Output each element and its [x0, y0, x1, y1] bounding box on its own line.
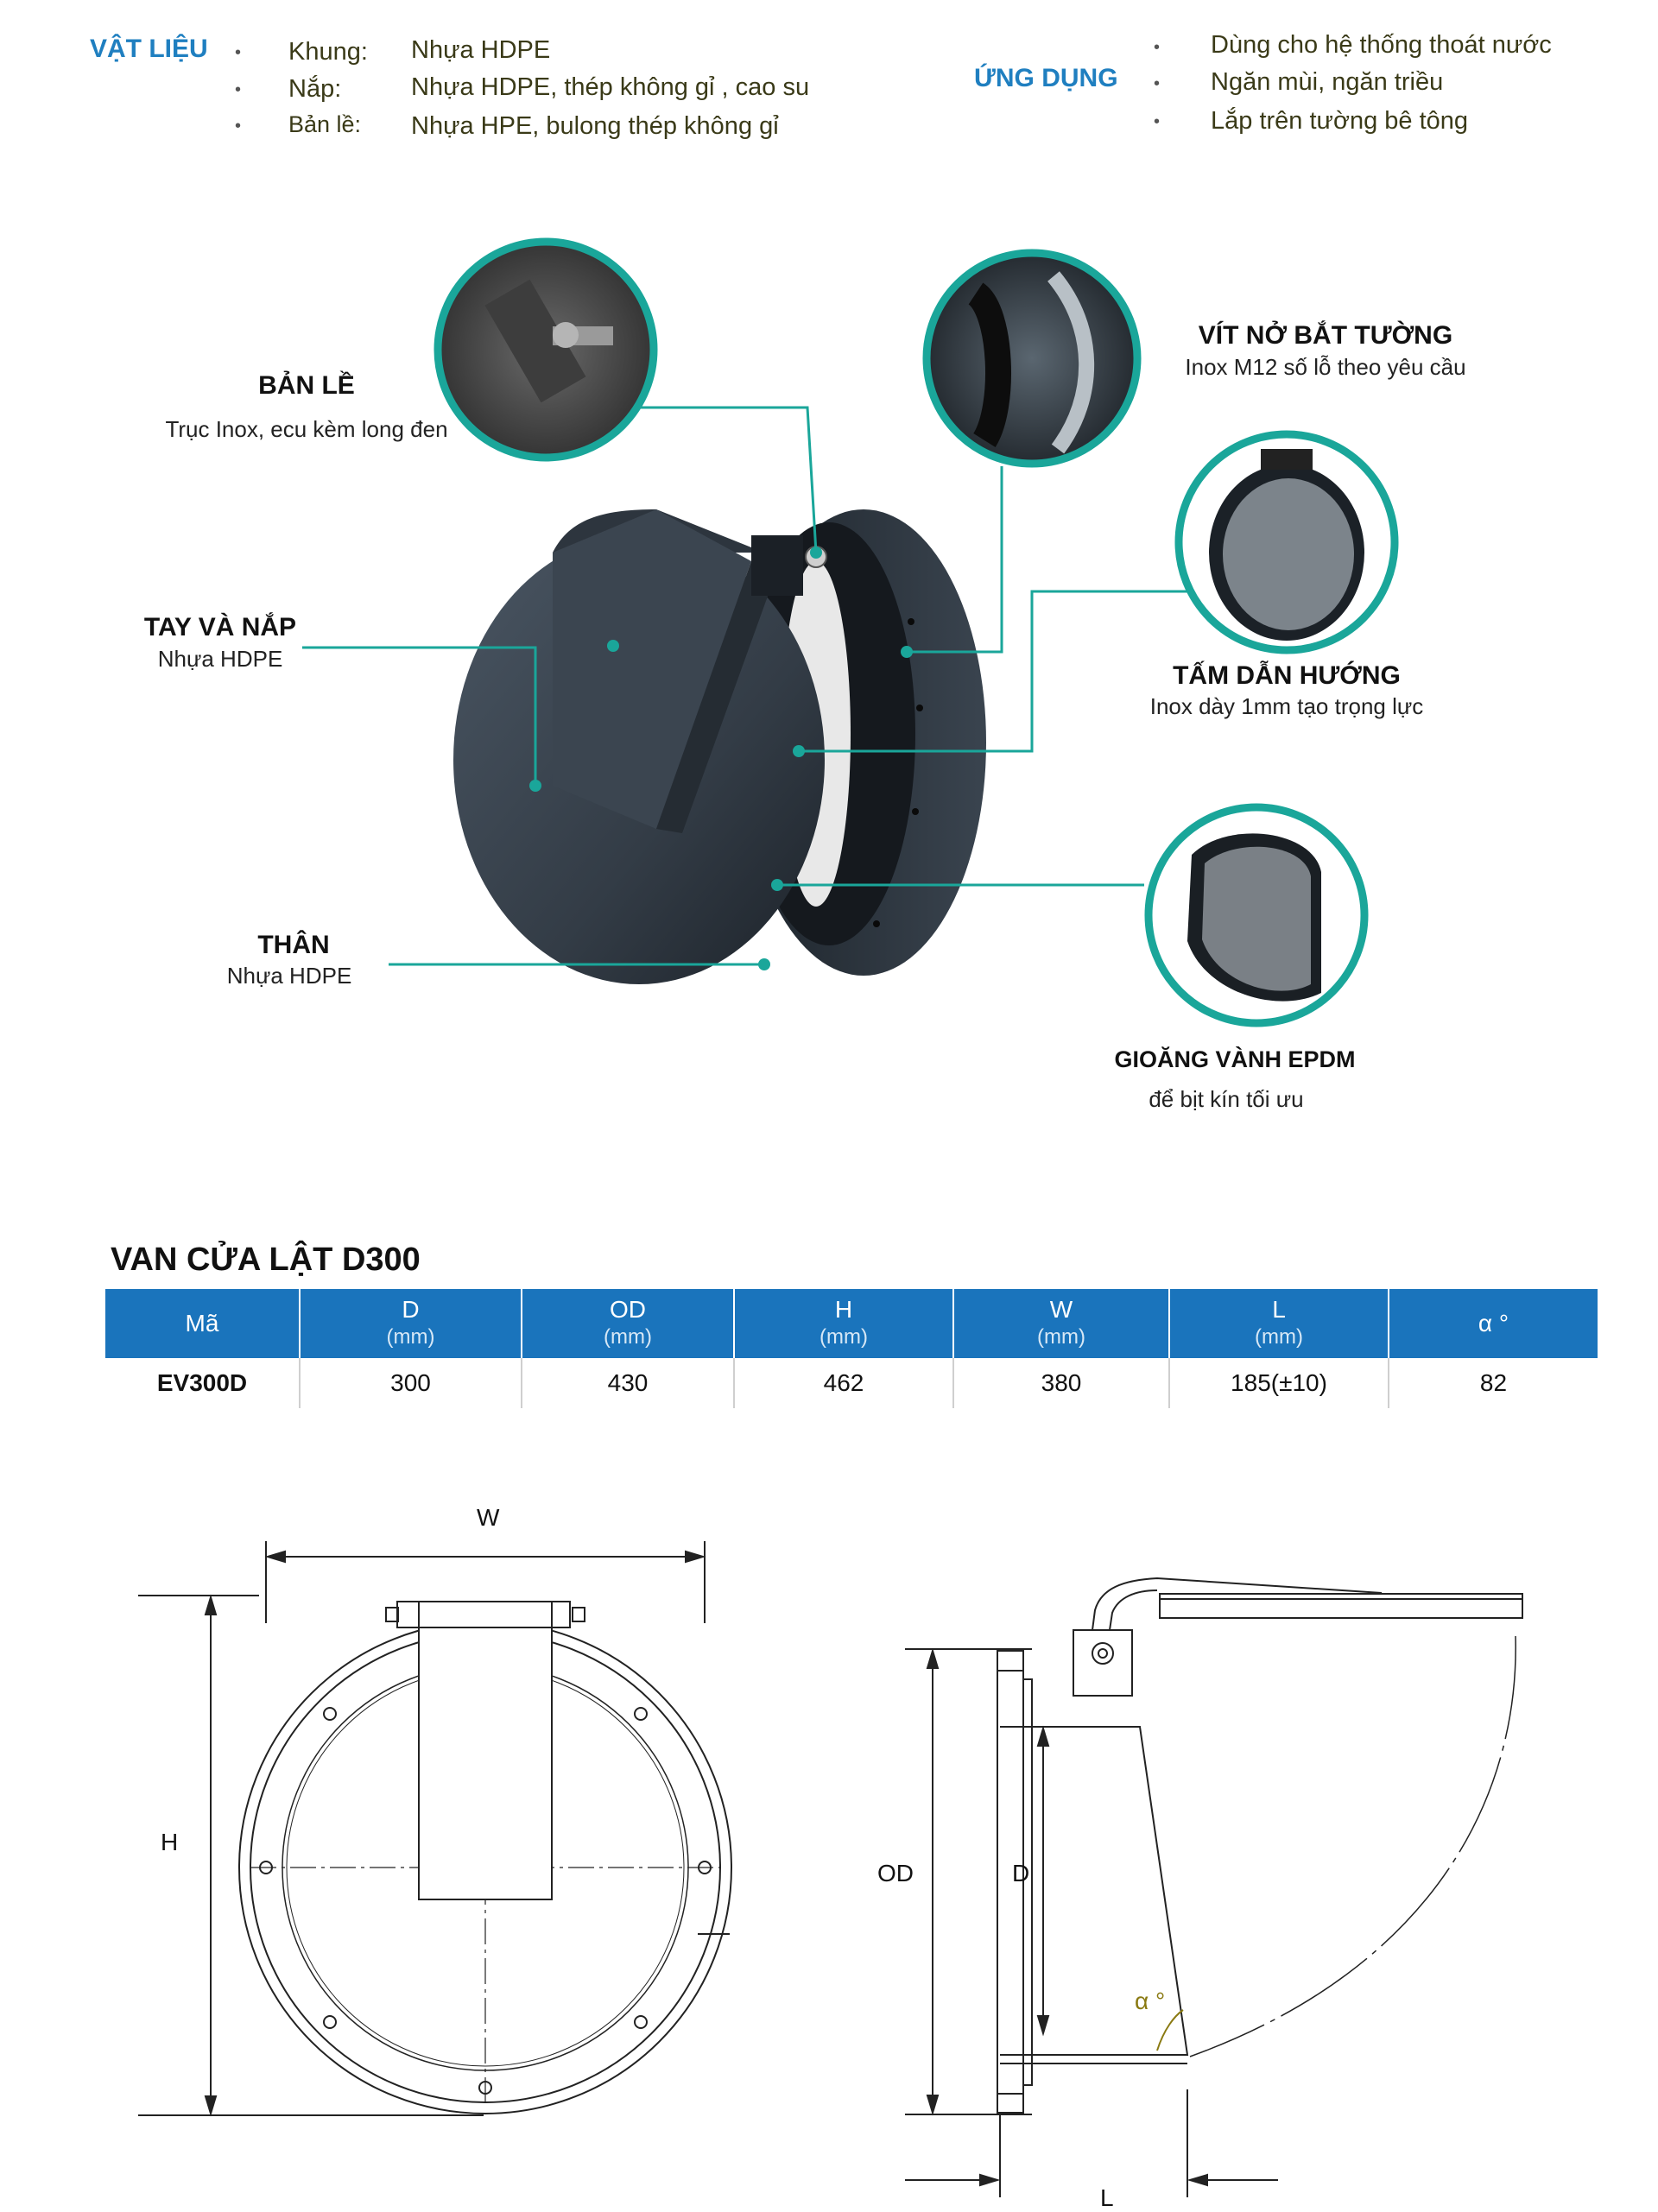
col-header-w: W(mm) — [953, 1289, 1170, 1358]
detail-photo-hinge — [433, 237, 658, 462]
product-title: VAN CỬA LẬT D300 — [111, 1242, 421, 1278]
bullet: • — [1154, 74, 1161, 93]
detail-photo-gasket — [1144, 803, 1369, 1027]
cell-od: 430 — [522, 1358, 735, 1408]
cell-d: 300 — [300, 1358, 522, 1408]
detail-photo-guide — [1174, 430, 1399, 654]
bullet: • — [235, 43, 242, 62]
detail-photo-anchor — [922, 249, 1142, 468]
dim-label-alpha: α ° — [1135, 1988, 1166, 2014]
callout-hinge-title: BẢN LỀ — [258, 371, 355, 400]
col-header-h: H(mm) — [734, 1289, 954, 1358]
materials-heading: VẬT LIỆU — [90, 35, 208, 63]
applications-heading: ỨNG DỤNG — [974, 64, 1118, 92]
col-header-alpha: α ° — [1389, 1289, 1598, 1358]
callout-guide-sub: Inox dày 1mm tạo trọng lực — [1149, 693, 1424, 719]
dim-label-w: W — [477, 1504, 500, 1531]
col-header-d: D(mm) — [300, 1289, 522, 1358]
application-item: Lắp trên tường bê tông — [1211, 107, 1469, 135]
cell-h: 462 — [734, 1358, 954, 1408]
col-header-od: OD(mm) — [522, 1289, 735, 1358]
dim-label-d: D — [1012, 1860, 1030, 1887]
callout-anchor-sub: Inox M12 số lỗ theo yêu cầu — [1185, 354, 1466, 380]
dim-label-od: OD — [877, 1860, 914, 1887]
bullet: • — [1154, 38, 1161, 57]
material-label: Bản lề: — [288, 111, 362, 137]
callout-body-sub: Nhựa HDPE — [226, 963, 352, 989]
dim-label-h: H — [161, 1829, 179, 1855]
cell-l: 185(±10) — [1169, 1358, 1389, 1408]
callout-guide-title: TẤM DẪN HƯỚNG — [1173, 661, 1401, 690]
material-value: Nhựa HPE, bulong thép không gỉ — [411, 112, 779, 140]
cell-code: EV300D — [105, 1358, 301, 1408]
product-illustration — [302, 237, 1399, 1027]
callout-arm-title: TAY VÀ NẮP — [143, 613, 297, 641]
col-header-code: Mã — [105, 1289, 301, 1358]
valve-flap — [453, 509, 827, 984]
bullet: • — [1154, 112, 1161, 131]
callout-arm-sub: Nhựa HDPE — [157, 646, 283, 672]
cell-w: 380 — [953, 1358, 1170, 1408]
bullet: • — [235, 117, 242, 136]
material-value: Nhựa HDPE, thép không gỉ , cao su — [411, 73, 810, 101]
cell-alpha: 82 — [1479, 1369, 1508, 1396]
callout-body-title: THÂN — [257, 931, 330, 959]
bullet: • — [235, 80, 242, 99]
callout-gasket-sub: để bịt kín tối ưu — [1149, 1086, 1304, 1112]
front-view-drawing — [138, 1541, 732, 2117]
callout-hinge-sub: Trục Inox, ecu kèm long đen — [165, 416, 448, 442]
callout-gasket-title: GIOĂNG VÀNH EPDM — [1114, 1046, 1356, 1072]
material-label: Khung: — [288, 38, 368, 66]
side-view-drawing — [905, 1577, 1523, 2197]
material-value: Nhựa HDPE — [411, 36, 551, 64]
application-item: Ngăn mùi, ngăn triều — [1211, 68, 1444, 96]
material-label: Nắp: — [288, 75, 342, 103]
dim-label-l: L — [1100, 2184, 1114, 2211]
table-row: EV300D 300 430 462 380 185(±10) 82 — [105, 1358, 1598, 1408]
col-header-l: L(mm) — [1169, 1289, 1389, 1358]
application-item: Dùng cho hệ thống thoát nước — [1211, 31, 1552, 59]
callout-anchor-title: VÍT NỞ BẮT TƯỜNG — [1198, 321, 1453, 350]
spec-table: Mã D(mm) OD(mm) H(mm) W(mm) L(mm) α ° EV… — [105, 1289, 1598, 1408]
table-header-row: Mã D(mm) OD(mm) H(mm) W(mm) L(mm) α ° — [105, 1289, 1598, 1358]
